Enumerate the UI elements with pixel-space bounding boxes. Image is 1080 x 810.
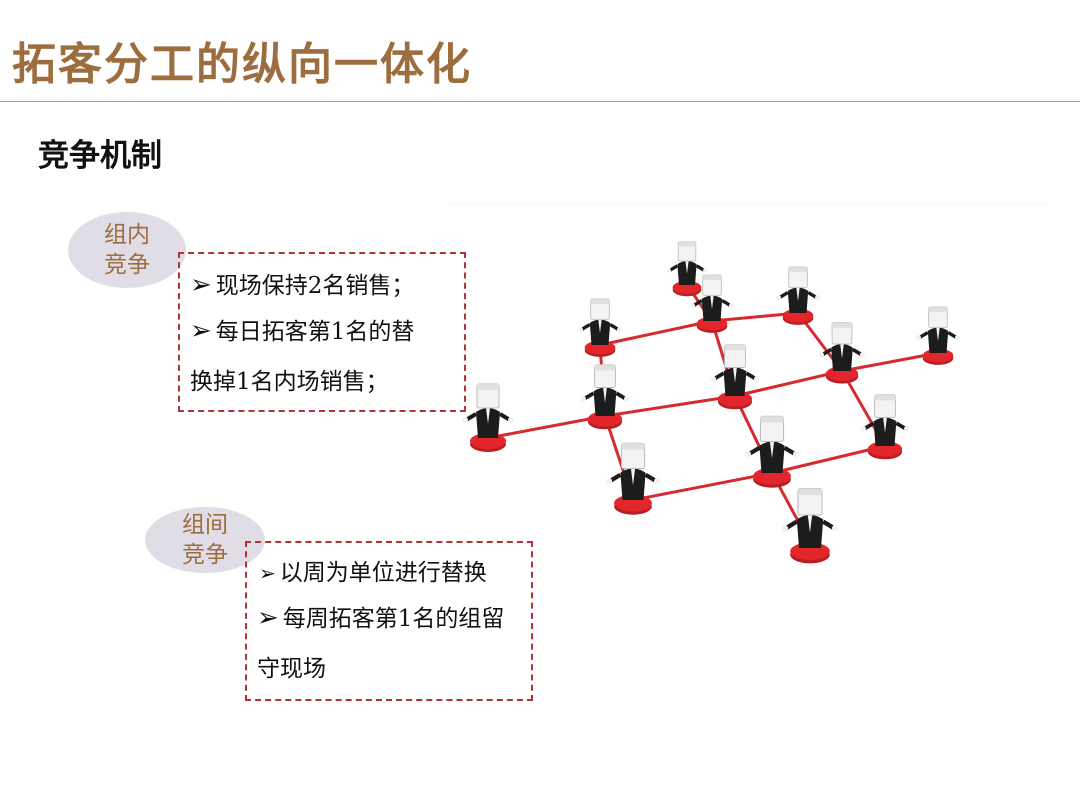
arrowhead-bullet-icon: ➢ (257, 603, 279, 633)
page-title: 拓客分工的纵向一体化 (12, 39, 472, 90)
section-title: 竞争机制 (38, 138, 162, 174)
arrowhead-bullet-icon: ➢ (190, 270, 212, 300)
inter-group-line1: 以周为单位进行替换 (279, 560, 487, 586)
person-figure (577, 298, 623, 357)
intra-group-tag-line2: 竞争 (104, 252, 150, 278)
intra-group-box: ➢现场保持2名销售； ➢每日拓客第1名的替 换掉1名内场销售； (178, 252, 466, 412)
arrowhead-bullet-icon: ➢ (259, 561, 276, 585)
intra-group-tag-line1: 组内 (104, 222, 150, 248)
inter-group-tag-line1: 组间 (182, 512, 228, 538)
person-figure (462, 383, 514, 452)
intra-group-line1: 现场保持2名销售； (215, 273, 415, 299)
intra-group-line2: 每日拓客第1名的替 (215, 319, 415, 345)
person-figure (605, 442, 661, 515)
person-figure (915, 306, 961, 365)
inter-group-box: ➢以周为单位进行替换 ➢每周拓客第1名的组留 守现场 (245, 541, 533, 701)
inter-group-line2: 每周拓客第1名的组留 (282, 606, 505, 632)
network-illustration (450, 203, 1050, 564)
person-figure (666, 241, 708, 297)
inter-group-line3: 守现场 (257, 656, 326, 682)
person-figure (775, 266, 821, 325)
person-figure (710, 344, 760, 410)
title-divider (0, 101, 1080, 102)
intra-group-line3: 换掉1名内场销售； (190, 369, 389, 395)
person-figure (689, 274, 735, 333)
person-figure (818, 321, 866, 384)
person-figure (781, 488, 839, 564)
person-figure (580, 364, 630, 430)
intra-group-tag: 组内竞争 (68, 212, 186, 288)
arrowhead-bullet-icon: ➢ (190, 316, 212, 346)
person-figure (744, 415, 800, 488)
inter-group-tag-line2: 竞争 (182, 542, 228, 568)
person-figure (860, 394, 910, 460)
